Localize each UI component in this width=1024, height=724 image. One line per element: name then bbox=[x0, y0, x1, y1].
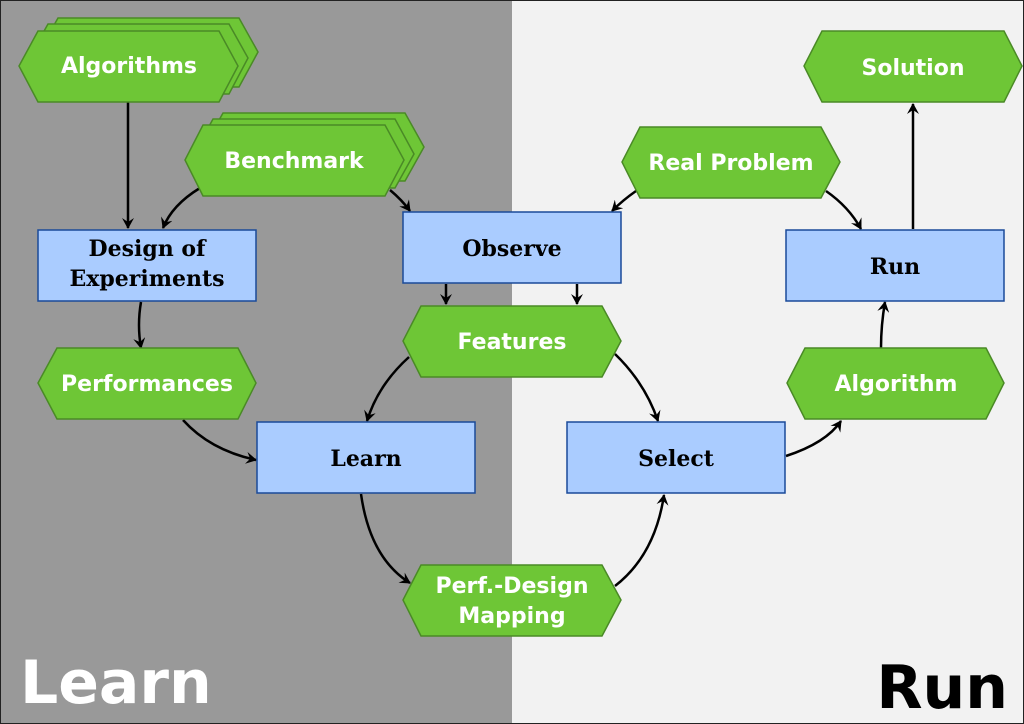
learn-region-label: Learn bbox=[20, 648, 212, 718]
box-shape bbox=[256, 421, 476, 494]
data-node-algorithms[interactable]: Algorithms bbox=[18, 17, 259, 103]
hexagon-shape bbox=[18, 30, 239, 103]
hexagon-shape bbox=[786, 347, 1005, 420]
node-label: Benchmark bbox=[224, 149, 365, 174]
edge-realproblem-to-observe bbox=[611, 189, 637, 212]
process-node-design-of-experiments[interactable]: Design of Experiments bbox=[37, 229, 257, 302]
node-label: Real Problem bbox=[648, 151, 813, 176]
data-node-algorithm[interactable]: Algorithm bbox=[786, 347, 1005, 420]
hexagon-shape bbox=[402, 564, 622, 637]
edge-features-to-learn bbox=[364, 356, 410, 422]
hexagon-shape bbox=[184, 124, 405, 197]
box-shape bbox=[37, 229, 257, 302]
data-node-real-problem[interactable]: Real Problem bbox=[621, 126, 841, 199]
node-label: Select bbox=[638, 446, 715, 472]
data-node-features[interactable]: Features bbox=[402, 305, 622, 378]
hexagon-shape bbox=[37, 347, 257, 420]
hexagon-shape bbox=[402, 305, 622, 378]
node-label-line-1: Design of bbox=[89, 236, 208, 262]
node-label: Solution bbox=[862, 56, 965, 81]
hexagon-shape bbox=[621, 126, 841, 199]
node-label-line-1: Perf.-Design bbox=[436, 574, 589, 599]
data-node-performances[interactable]: Performances bbox=[37, 347, 257, 420]
edge-doe-to-performances bbox=[133, 301, 146, 349]
edge-algorithm-to-run bbox=[877, 301, 890, 349]
node-label: Learn bbox=[330, 446, 401, 472]
node-label: Performances bbox=[61, 372, 233, 397]
box-shape bbox=[402, 211, 622, 284]
node-label: Run bbox=[870, 254, 920, 280]
data-node-solution[interactable]: Solution bbox=[803, 30, 1023, 103]
edges bbox=[122, 102, 919, 587]
node-label: Algorithms bbox=[61, 54, 197, 79]
node-label-line-2: Experiments bbox=[69, 266, 224, 292]
data-node-perf-design-mapping[interactable]: Perf.-Design Mapping bbox=[402, 564, 622, 637]
node-label: Features bbox=[458, 330, 567, 355]
process-node-run[interactable]: Run bbox=[785, 229, 1005, 302]
edge-benchmark-to-observe bbox=[389, 189, 412, 212]
edge-benchmark-to-doe bbox=[161, 186, 201, 229]
node-label: Algorithm bbox=[835, 372, 958, 397]
run-region-label: Run bbox=[876, 653, 1008, 723]
edge-learn-to-mapping bbox=[359, 493, 411, 585]
process-node-select[interactable]: Select bbox=[566, 421, 786, 494]
edge-features-to-select bbox=[614, 353, 661, 422]
edge-performances-to-learn bbox=[182, 419, 257, 464]
node-label: Observe bbox=[462, 236, 561, 262]
data-node-benchmark[interactable]: Benchmark bbox=[184, 112, 425, 197]
process-node-observe[interactable]: Observe bbox=[402, 211, 622, 284]
edge-realproblem-to-run bbox=[825, 189, 863, 230]
process-node-learn[interactable]: Learn bbox=[256, 421, 476, 494]
box-shape bbox=[566, 421, 786, 494]
edge-mapping-to-select bbox=[614, 494, 669, 587]
edge-select-to-algorithm bbox=[785, 420, 843, 458]
hexagon-shape bbox=[803, 30, 1023, 103]
box-shape bbox=[785, 229, 1005, 302]
node-label-line-2: Mapping bbox=[458, 604, 565, 629]
